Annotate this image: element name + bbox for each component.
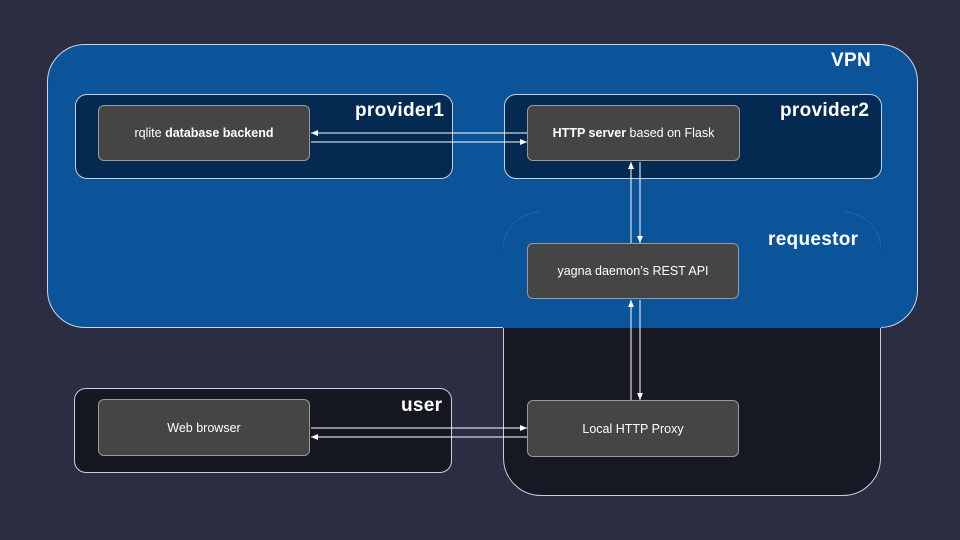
requestor-label: requestor [768, 229, 859, 250]
web-browser-node: Web browser [98, 399, 310, 456]
rqlite-prefix: rqlite [134, 126, 166, 140]
browser-label: Web browser [167, 420, 241, 435]
yagna-rest-api-node: yagna daemon’s REST API [527, 243, 739, 299]
http-server-node: HTTP server based on Flask [527, 105, 740, 161]
http-server-bold-text: HTTP server [552, 126, 627, 140]
rqlite-bold-text: database backend [165, 126, 274, 140]
user-label: user [401, 395, 443, 416]
vpn-label: VPN [831, 50, 871, 71]
local-http-proxy-node: Local HTTP Proxy [527, 400, 739, 457]
provider2-label: provider2 [780, 100, 870, 121]
http-server-suffix: based on Flask [626, 126, 715, 140]
yagna-label: yagna daemon’s REST API [557, 264, 709, 278]
rqlite-database-node: rqlite database backend [98, 105, 310, 161]
provider1-label: provider1 [355, 100, 445, 121]
proxy-label: Local HTTP Proxy [582, 421, 684, 436]
